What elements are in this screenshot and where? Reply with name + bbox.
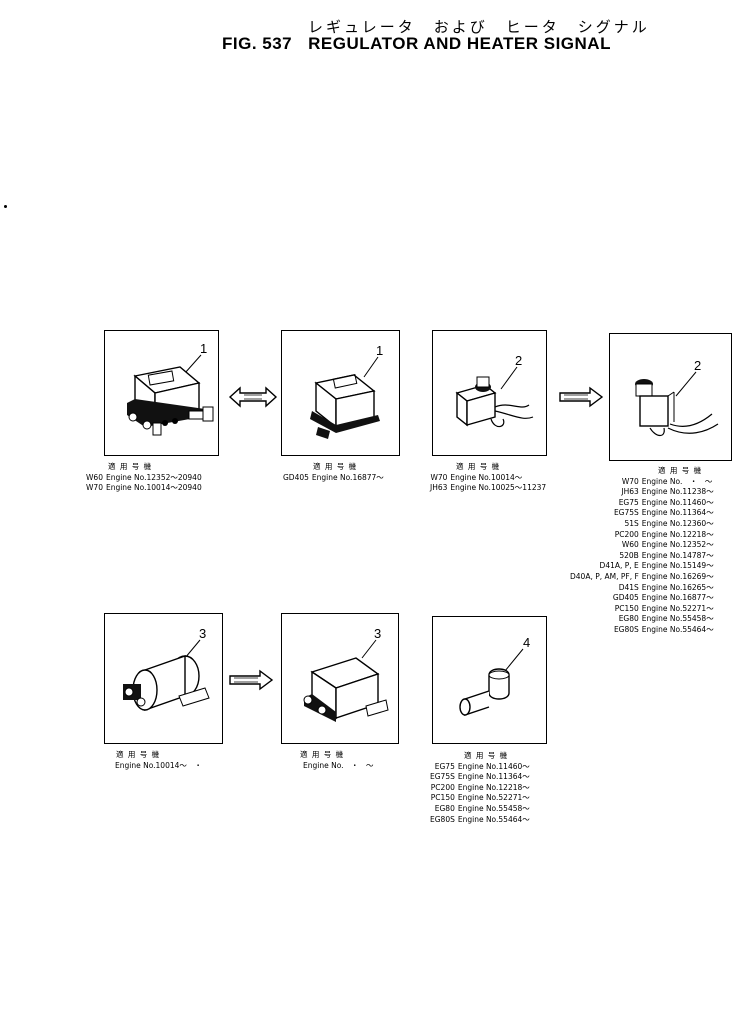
applicability-row: Engine No.10014～ ・: [115, 760, 202, 770]
part-panel-relay-2[interactable]: 3: [281, 613, 399, 744]
terminal-cap-illustration: 4: [459, 635, 530, 716]
heater-signal-illustration: 2: [635, 358, 719, 437]
callout-number: 3: [199, 626, 206, 641]
japanese-title: レギュレータ および ヒータ シグナル: [308, 18, 650, 36]
part-panel-heater-signal-1[interactable]: 2: [432, 330, 547, 456]
applicability-header: 適 用 号 機: [464, 751, 509, 760]
part-panel-regulator-2[interactable]: 1: [281, 330, 400, 456]
right-arrow-icon: [559, 386, 604, 408]
regulator-illustration: 1: [310, 343, 383, 439]
applicability-header: 適 用 号 機: [313, 462, 358, 471]
applicability-list-6: 適 用 号 機 Engine No. ・ ～: [300, 750, 377, 771]
part-panel-regulator-1[interactable]: 1: [104, 330, 219, 456]
part-panel-relay-1[interactable]: 3: [104, 613, 223, 744]
applicability-header: 適 用 号 機: [108, 462, 153, 471]
callout-number: 3: [374, 626, 381, 641]
callout-number: 1: [376, 343, 383, 358]
applicability-row: Engine No. ・ ～: [303, 760, 374, 770]
scan-speck: [4, 205, 7, 208]
applicability-header: 適 用 号 機: [300, 750, 345, 759]
applicability-header: 適 用 号 機: [456, 462, 501, 471]
relay-illustration: 3: [303, 626, 389, 722]
right-arrow-icon: [229, 669, 274, 691]
heater-signal-illustration: 2: [455, 353, 534, 428]
part-panel-terminal-cap[interactable]: 4: [432, 616, 547, 744]
applicability-list-5: 適 用 号 機 Engine No.10014～ ・: [112, 750, 205, 771]
double-arrow-icon: [228, 386, 278, 408]
applicability-header: 適 用 号 機: [658, 466, 703, 475]
part-panel-heater-signal-2[interactable]: 2: [609, 333, 732, 461]
figure-caption: REGULATOR AND HEATER SIGNAL: [308, 34, 611, 53]
regulator-illustration: 1: [127, 341, 214, 436]
applicability-header: 適 用 号 機: [116, 750, 161, 759]
callout-number: 2: [515, 353, 522, 368]
callout-number: 1: [200, 341, 207, 356]
callout-number: 4: [523, 635, 530, 650]
figure-number: FIG. 537: [222, 34, 293, 53]
callout-number: 2: [694, 358, 701, 373]
relay-illustration: 3: [123, 626, 210, 711]
figure-title: FIG. 537 REGULATOR AND HEATER SIGNAL: [222, 34, 611, 54]
